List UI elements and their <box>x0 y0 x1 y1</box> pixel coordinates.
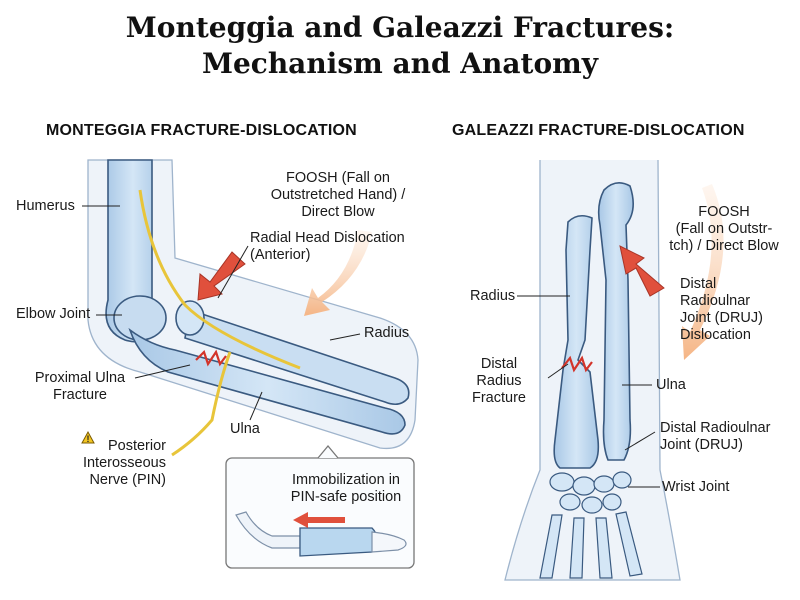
label-ulna-galeazzi: Ulna <box>656 377 686 393</box>
radius-bone <box>184 308 410 406</box>
leader-proximal-ulna <box>134 364 191 379</box>
elbow-condyle <box>113 295 167 341</box>
label-foosh-galeazzi: FOOSH (Fall on Outstr- tch) / Direct Blo… <box>662 204 786 255</box>
fracture-zigzag-icon <box>195 349 227 367</box>
inset-hand <box>371 531 407 553</box>
title-line-1: Monteggia and Galeazzi Fractures: <box>125 11 675 44</box>
warning-icon: ! <box>81 430 95 444</box>
leader-distal-radius <box>547 363 569 379</box>
label-pin-line1: Posterior <box>107 438 166 454</box>
carpal-bones <box>539 471 643 579</box>
foosh-arrow <box>304 230 372 316</box>
label-foosh-monteggia: FOOSH (Fall on Outstretched Hand) / Dire… <box>262 170 414 221</box>
label-immobilization-line1: Immobilization in <box>292 472 400 488</box>
title-line-2: Mechanism and Anatomy <box>201 47 599 80</box>
label-elbow-joint: Elbow Joint <box>16 306 91 322</box>
label-radial-head-line1: Radial Head Dislocation <box>250 230 405 246</box>
label-radius-galeazzi: Radius <box>470 288 516 304</box>
label-druj-dislocation-line3: Joint (DRUJ) <box>680 310 763 326</box>
label-druj-line1: Distal Radioulnar <box>660 420 771 436</box>
leader-radius <box>329 333 361 341</box>
label-druj: Distal Radioulnar Joint (DRUJ) <box>660 420 770 454</box>
leader-radial-head <box>217 245 249 299</box>
label-foosh-monteggia-line1: FOOSH (Fall on <box>286 170 390 186</box>
label-distal-radius-line1: Distal <box>480 356 518 372</box>
label-foosh-galeazzi-line3: tch) / Direct Blow <box>669 238 779 254</box>
main-title: Monteggia and Galeazzi Fractures: Mechan… <box>0 10 800 82</box>
label-druj-line2: Joint (DRUJ) <box>660 437 743 453</box>
label-proximal-ulna-line1: Proximal Ulna <box>34 370 126 386</box>
force-arrow-icon <box>197 251 246 301</box>
label-proximal-ulna-line2: Fracture <box>53 387 107 403</box>
galeazzi-radius-bone <box>553 214 600 469</box>
label-radius-monteggia: Radius <box>364 325 410 341</box>
leader-ulna <box>249 391 263 421</box>
label-radial-head-line2: (Anterior) <box>250 247 311 263</box>
label-immobilization: Immobilization in PIN-safe position <box>280 472 412 506</box>
label-immobilization-line2: PIN-safe position <box>290 489 402 505</box>
label-proximal-ulna-fracture: Proximal Ulna Fracture <box>24 370 136 404</box>
leader-druj <box>624 431 656 451</box>
label-druj-dislocation-line1: Distal <box>680 276 717 292</box>
label-foosh-galeazzi-line1: FOOSH <box>698 204 750 220</box>
label-wrist-joint: Wrist Joint <box>662 479 730 495</box>
radial-head <box>175 300 205 336</box>
inset-red-arrow <box>293 512 345 528</box>
label-humerus: Humerus <box>16 198 75 214</box>
label-foosh-galeazzi-line2: (Fall on Outstr- <box>675 221 773 237</box>
label-foosh-monteggia-line2: Outstretched Hand) / <box>270 187 406 203</box>
label-druj-dislocation-line4: Dislocation <box>680 327 751 343</box>
label-pin: Posterior Interosseous Nerve (PIN) <box>70 438 166 489</box>
label-druj-dislocation: Distal Radioulnar Joint (DRUJ) Dislocati… <box>680 276 763 344</box>
inset-splint <box>299 527 378 557</box>
galeazzi-foosh-arrow <box>682 184 724 360</box>
monteggia-diagram: ! <box>81 159 419 569</box>
inset-pointer <box>317 444 339 459</box>
label-druj-dislocation-line2: Radioulnar <box>680 293 751 309</box>
galeazzi-diagram <box>504 159 724 581</box>
label-pin-line3: Nerve (PIN) <box>89 472 166 488</box>
monteggia-panel-title: MONTEGGIA FRACTURE-DISLOCATION <box>46 122 357 139</box>
label-distal-radius-line3: Fracture <box>472 390 526 406</box>
galeazzi-fracture-zigzag-icon <box>561 355 593 373</box>
label-pin-line2: Interosseous <box>82 455 166 471</box>
galeazzi-panel-title: GALEAZZI FRACTURE-DISLOCATION <box>452 122 745 139</box>
label-ulna-monteggia: Ulna <box>230 421 260 437</box>
label-distal-radius-fracture: Distal Radius Fracture <box>464 356 534 407</box>
galeazzi-force-arrow-icon <box>619 245 665 297</box>
label-radial-head-dislocation: Radial Head Dislocation (Anterior) <box>250 230 405 264</box>
nerve-path <box>138 189 301 457</box>
svg-text:!: ! <box>87 434 90 444</box>
label-distal-radius-line2: Radius <box>476 373 522 389</box>
label-foosh-monteggia-line3: Direct Blow <box>301 204 375 220</box>
ulna-bone <box>128 327 406 435</box>
